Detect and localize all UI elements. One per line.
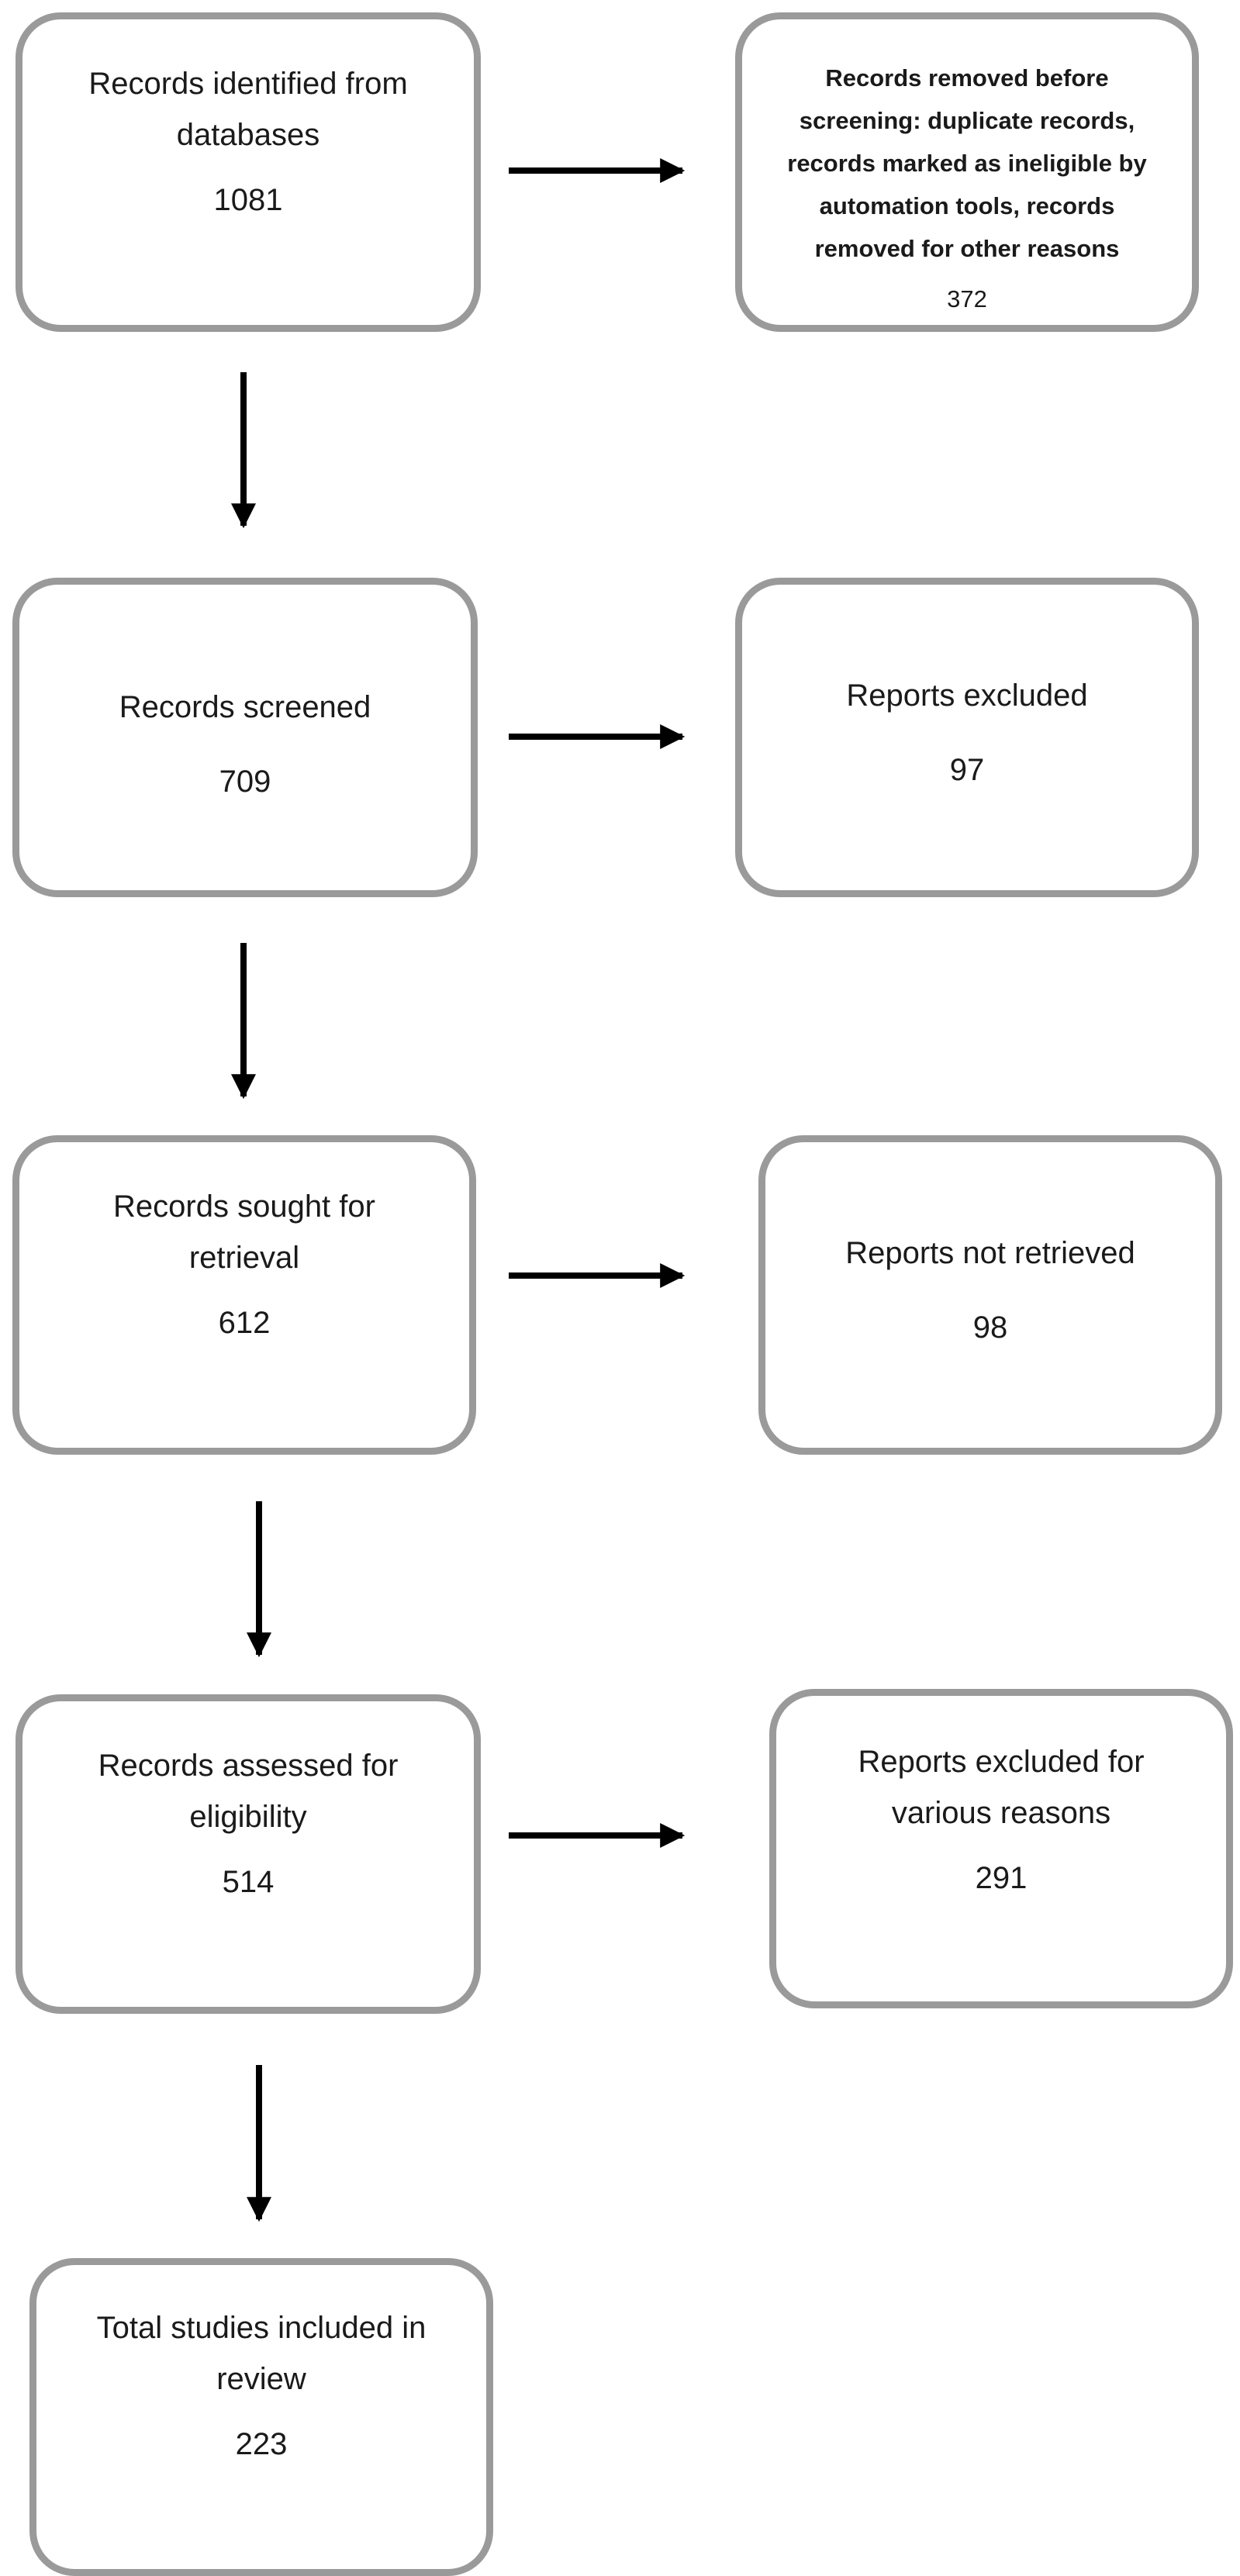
stage-count-retrieval: 612 xyxy=(218,1306,271,1340)
stage-count-included: 223 xyxy=(235,2427,288,2461)
stage-count-eligibility: 514 xyxy=(222,1865,275,1899)
stage-box-identified: Records identified from databases 1081 xyxy=(16,12,481,332)
exclusion-count-not-retrieved: 98 xyxy=(972,1310,1008,1345)
exclusion-label-reports-excluded: Reports excluded xyxy=(846,679,1088,713)
stage-label-eligibility: Records assessed for eligibility xyxy=(98,1749,399,1834)
stage-label-retrieval: Records sought for retrieval xyxy=(113,1190,375,1275)
stage-box-eligibility: Records assessed for eligibility 514 xyxy=(16,1694,481,2014)
exclusion-count-reports-excluded: 97 xyxy=(949,753,985,787)
exclusion-box-various-reasons: Reports excluded for various reasons 291 xyxy=(769,1689,1233,2008)
exclusion-box-removed: Records removed before screening: duplic… xyxy=(735,12,1199,332)
stage-label-identified: Records identified from databases xyxy=(88,67,408,152)
exclusion-box-not-retrieved: Reports not retrieved 98 xyxy=(758,1135,1222,1455)
stage-label-included: Total studies included in review xyxy=(96,2311,427,2396)
exclusion-count-removed: 372 xyxy=(947,285,987,313)
stage-box-included: Total studies included in review 223 xyxy=(29,2258,493,2576)
exclusion-count-various-reasons: 291 xyxy=(975,1861,1028,1895)
exclusion-box-reports-excluded: Reports excluded 97 xyxy=(735,578,1199,897)
stage-label-screened: Records screened xyxy=(119,690,371,724)
stage-count-screened: 709 xyxy=(219,765,271,799)
exclusion-label-various-reasons: Reports excluded for various reasons xyxy=(858,1745,1145,1830)
stage-box-screened: Records screened 709 xyxy=(12,578,478,897)
stage-count-identified: 1081 xyxy=(213,183,283,217)
exclusion-label-removed: Records removed before screening: duplic… xyxy=(787,64,1147,262)
exclusion-label-not-retrieved: Reports not retrieved xyxy=(845,1236,1135,1270)
stage-box-retrieval: Records sought for retrieval 612 xyxy=(12,1135,476,1455)
